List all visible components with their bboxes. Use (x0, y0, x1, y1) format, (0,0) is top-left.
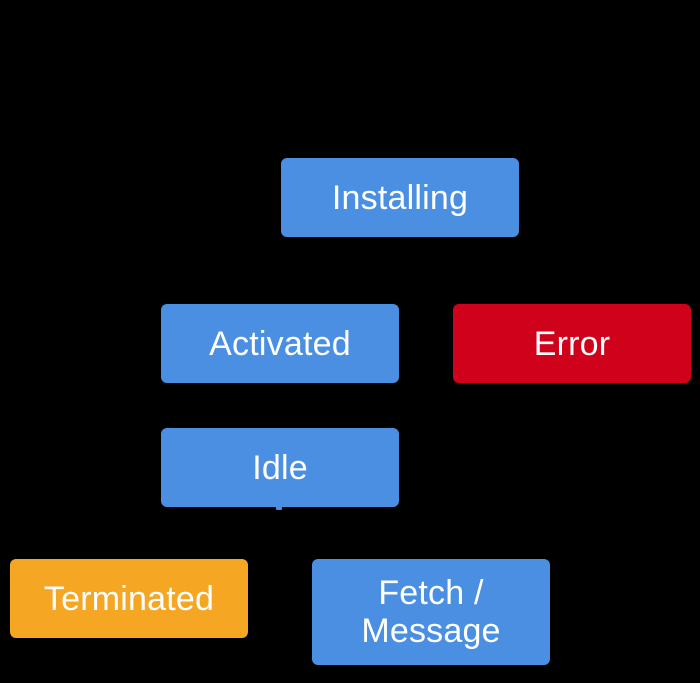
state-terminated-label: Terminated (43, 579, 215, 618)
state-activated: Activated (161, 304, 399, 383)
state-fetch-label-line2: Message (361, 612, 501, 650)
state-fetch-message: Fetch / Message (312, 559, 550, 665)
state-terminated: Terminated (10, 559, 248, 638)
state-error-label: Error (533, 324, 611, 363)
state-installing-label: Installing (331, 178, 469, 217)
state-installing: Installing (281, 158, 519, 237)
state-idle: Idle (161, 428, 399, 507)
state-activated-label: Activated (209, 324, 351, 363)
state-idle-label: Idle (252, 448, 308, 487)
state-fetch-label-line1: Fetch / (378, 574, 484, 612)
state-error: Error (453, 304, 691, 383)
idle-connector-stub (276, 504, 282, 510)
